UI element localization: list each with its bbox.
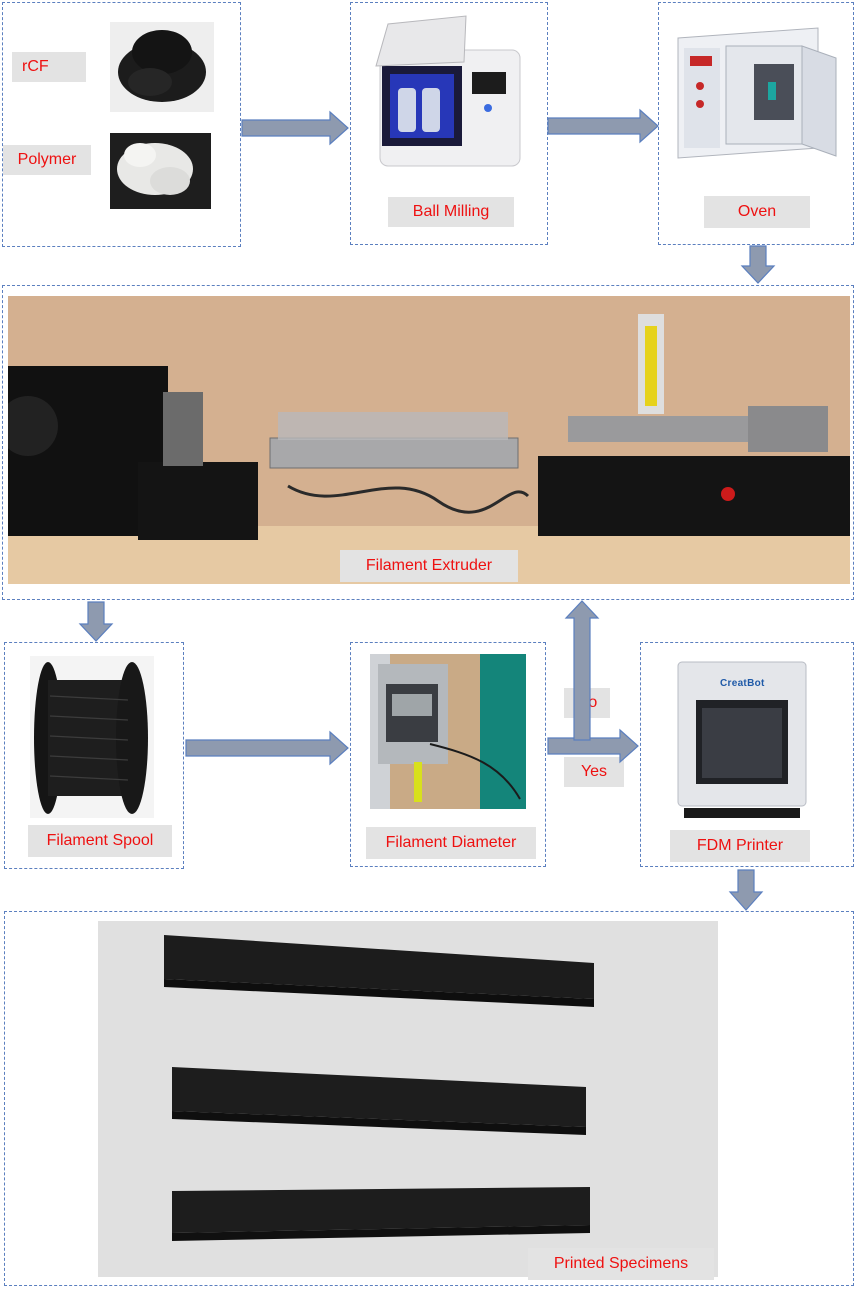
filament-diameter-image	[370, 654, 526, 809]
fdm-printer-image: CreatBot	[672, 652, 812, 820]
arrow-to-specimens	[728, 869, 764, 911]
printer-brand-logo: CreatBot	[720, 678, 765, 689]
filament-diameter-box	[350, 642, 546, 867]
ball-mill-image	[360, 10, 532, 172]
oven-box	[658, 2, 854, 245]
printed-specimens-label: Printed Specimens	[528, 1248, 714, 1280]
arrow-to-ball-milling	[241, 110, 349, 146]
oven-image	[668, 18, 844, 168]
arrow-to-diameter	[185, 730, 349, 766]
filament-spool-label: Filament Spool	[28, 825, 172, 857]
arrow-to-extruder	[740, 245, 776, 284]
arrow-to-spool	[78, 601, 114, 642]
filament-extruder-label: Filament Extruder	[340, 550, 518, 582]
yes-label: Yes	[564, 757, 624, 787]
printed-specimens-box	[4, 911, 854, 1286]
arrow-to-oven	[547, 108, 659, 144]
filament-spool-image	[30, 656, 154, 818]
rcf-label: rCF	[12, 52, 86, 82]
rcf-powder-image	[110, 22, 214, 112]
oven-label: Oven	[704, 196, 810, 228]
arrow-yes-to-printer	[547, 728, 639, 764]
fdm-printer-label: FDM Printer	[670, 830, 810, 862]
filament-spool-box	[4, 642, 184, 869]
ball-milling-label: Ball Milling	[388, 197, 514, 227]
polymer-powder-image	[110, 133, 211, 209]
filament-diameter-label: Filament Diameter	[366, 827, 536, 859]
polymer-label: Polymer	[3, 145, 91, 175]
materials-box	[2, 2, 241, 247]
printed-specimens-image	[98, 921, 718, 1277]
arrow-no-to-extruder	[564, 600, 600, 741]
fdm-printer-box	[640, 642, 854, 867]
filament-extruder-box	[2, 285, 854, 600]
